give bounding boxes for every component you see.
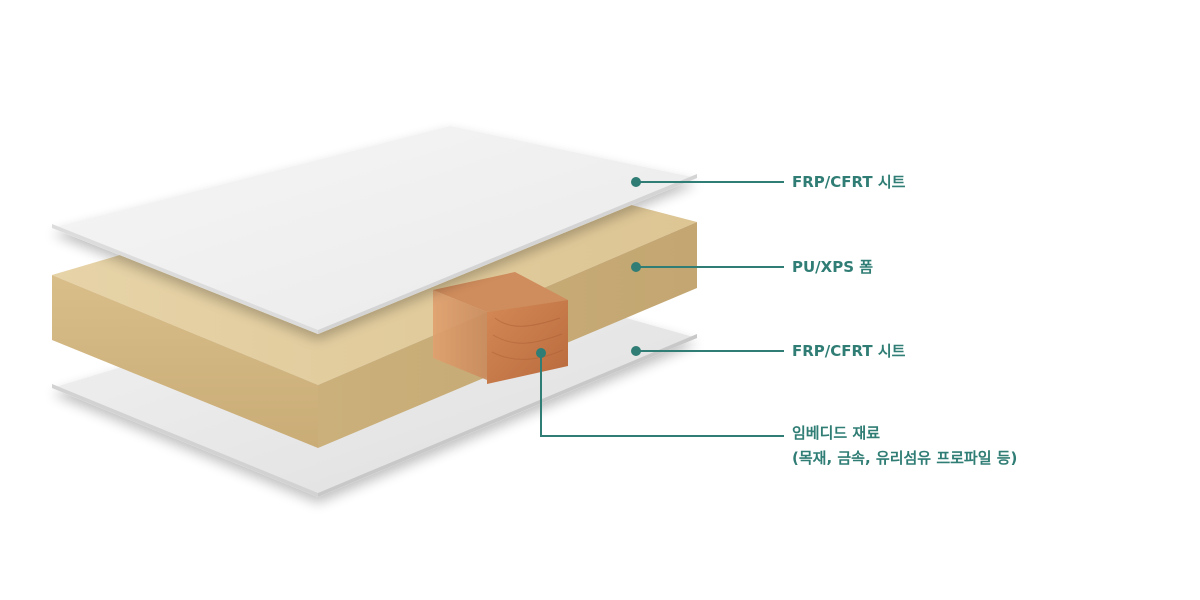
label-embedded-title: 임베디드 재료 <box>792 424 881 442</box>
label-foam-core: PU/XPS 폼 <box>792 258 874 276</box>
callout-dot-foam <box>631 262 641 272</box>
callout-dot-top-sheet <box>631 177 641 187</box>
callout-line-embedded <box>540 353 784 437</box>
label-top-sheet: FRP/CFRT 시트 <box>792 173 906 191</box>
top-sheet <box>52 126 697 334</box>
callout-dot-bottom-sheet <box>631 346 641 356</box>
label-embedded-detail: (목재, 금속, 유리섬유 프로파일 등) <box>792 449 1018 467</box>
callouts <box>540 181 784 437</box>
callout-dot-embedded <box>536 348 546 358</box>
embedded-wood-profile <box>433 272 568 384</box>
label-bottom-sheet: FRP/CFRT 시트 <box>792 342 906 360</box>
